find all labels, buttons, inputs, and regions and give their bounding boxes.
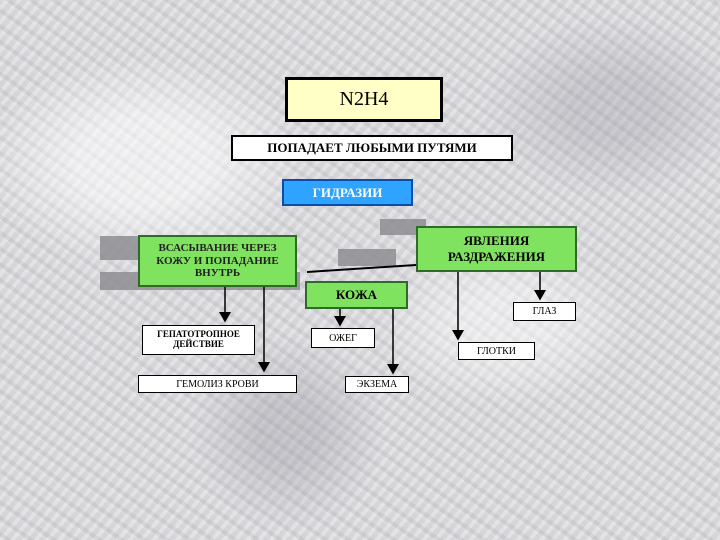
throat-box: ГЛОТКИ bbox=[458, 342, 535, 360]
throat-text: ГЛОТКИ bbox=[476, 345, 517, 357]
connector-line bbox=[306, 264, 417, 273]
shadow-block bbox=[380, 219, 426, 235]
eczema-text: ЭКЗЕМА bbox=[356, 379, 398, 390]
hemolysis-text: ГЕМОЛИЗ КРОВИ bbox=[176, 378, 259, 390]
shadow-block bbox=[100, 236, 140, 260]
routes-box: ПОПАДАЕТ ЛЮБЫМИ ПУТЯМИ bbox=[231, 135, 513, 161]
hemolysis-box: ГЕМОЛИЗ КРОВИ bbox=[138, 375, 297, 393]
title-text: N2H4 bbox=[339, 88, 389, 110]
absorption-box: ВСАСЫВАНИЕ ЧЕРЕЗ КОЖУ И ПОПАДАНИЕ ВНУТРЬ bbox=[138, 235, 297, 287]
burn-text: ОЖЕГ bbox=[329, 332, 357, 344]
hepatotropic-text: ГЕПАТОТРОПНОЕ ДЕЙСТВИЕ bbox=[157, 329, 240, 349]
irritation-box: ЯВЛЕНИЯ РАЗДРАЖЕНИЯ bbox=[416, 226, 577, 272]
shadow-block bbox=[338, 249, 396, 266]
hepatotropic-box: ГЕПАТОТРОПНОЕ ДЕЙСТВИЕ bbox=[142, 325, 255, 355]
title-box: N2H4 bbox=[285, 77, 443, 122]
routes-text: ПОПАДАЕТ ЛЮБЫМИ ПУТЯМИ bbox=[267, 140, 477, 155]
hydrazines-box: ГИДРАЗИИ bbox=[282, 179, 413, 206]
eye-box: ГЛАЗ bbox=[513, 302, 576, 321]
skin-box: КОЖА bbox=[305, 281, 408, 309]
absorption-text: ВСАСЫВАНИЕ ЧЕРЕЗ КОЖУ И ПОПАДАНИЕ ВНУТРЬ bbox=[156, 242, 279, 280]
burn-box: ОЖЕГ bbox=[311, 328, 375, 348]
irritation-text: ЯВЛЕНИЯ РАЗДРАЖЕНИЯ bbox=[447, 233, 546, 264]
hydrazines-text: ГИДРАЗИИ bbox=[312, 184, 383, 200]
skin-text: КОЖА bbox=[335, 287, 378, 302]
eczema-box: ЭКЗЕМА bbox=[345, 376, 409, 393]
eye-text: ГЛАЗ bbox=[532, 306, 557, 317]
